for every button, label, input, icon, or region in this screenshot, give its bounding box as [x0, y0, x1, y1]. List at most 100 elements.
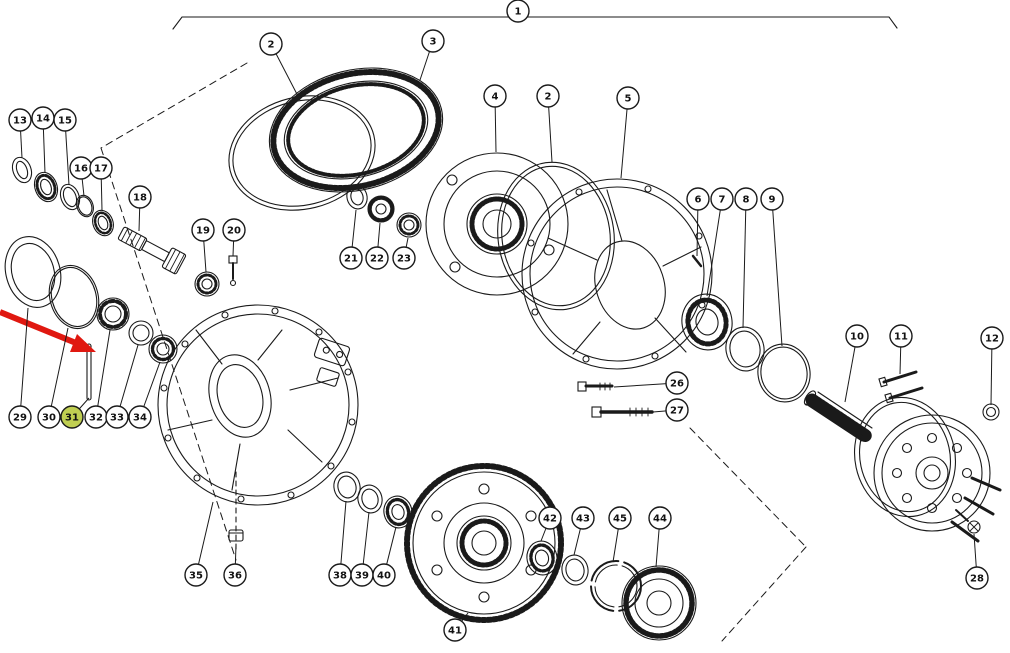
- callout-44-balloon[interactable]: [648, 506, 672, 530]
- callout-35[interactable]: 35: [184, 501, 214, 587]
- callout-5-balloon[interactable]: [616, 86, 640, 110]
- callout-1-balloon[interactable]: [506, 0, 530, 23]
- callout-1[interactable]: 1: [506, 0, 530, 23]
- callout-31-balloon[interactable]: [60, 405, 84, 429]
- callout-21-balloon[interactable]: [339, 246, 363, 270]
- callout-35-balloon[interactable]: [184, 563, 208, 587]
- callout-5-label: 5: [625, 94, 632, 105]
- callout-34[interactable]: 34: [128, 361, 161, 429]
- callout-19-balloon[interactable]: [191, 218, 215, 242]
- callout-33[interactable]: 33: [105, 344, 139, 429]
- callout-36[interactable]: 36: [223, 544, 247, 587]
- callout-2[interactable]: 2: [259, 32, 301, 101]
- callout-2[interactable]: 2: [536, 84, 560, 163]
- callout-41[interactable]: 41: [443, 612, 469, 642]
- callout-5[interactable]: 5: [616, 86, 640, 179]
- callout-18[interactable]: 18: [128, 185, 152, 232]
- callout-23-balloon[interactable]: [392, 246, 416, 270]
- callout-29[interactable]: 29: [8, 307, 32, 429]
- callout-27-balloon[interactable]: [665, 398, 689, 422]
- callout-8-balloon[interactable]: [734, 187, 758, 211]
- callout-7-balloon[interactable]: [710, 187, 734, 211]
- callout-27[interactable]: 27: [652, 398, 689, 422]
- callout-36-balloon[interactable]: [223, 563, 247, 587]
- callout-26[interactable]: 26: [613, 371, 689, 395]
- callout-41-balloon[interactable]: [443, 618, 467, 642]
- callout-10-balloon[interactable]: [845, 324, 869, 348]
- callout-9-balloon[interactable]: [760, 187, 784, 211]
- part-21-ring: [346, 184, 368, 210]
- callout-15-label: 15: [58, 116, 72, 127]
- part-28-stud-end: [955, 509, 981, 534]
- callout-20[interactable]: 20: [222, 218, 246, 257]
- callout-23[interactable]: 23: [392, 237, 416, 270]
- callout-30-balloon[interactable]: [37, 405, 61, 429]
- part-42-bearing: [526, 540, 558, 576]
- callout-11-label: 11: [894, 332, 908, 343]
- callout-15[interactable]: 15: [53, 108, 77, 186]
- callout-6[interactable]: 6: [686, 187, 710, 257]
- part-16-oring: [76, 194, 94, 218]
- callout-13-balloon[interactable]: [8, 108, 32, 132]
- callout-33-balloon[interactable]: [105, 405, 129, 429]
- callout-42[interactable]: 42: [538, 506, 562, 542]
- callout-16[interactable]: 16: [69, 156, 93, 197]
- callout-10[interactable]: 10: [844, 324, 869, 403]
- callout-17-balloon[interactable]: [89, 156, 113, 180]
- callout-17[interactable]: 17: [89, 156, 113, 211]
- callout-19[interactable]: 19: [191, 218, 215, 273]
- callout-21[interactable]: 21: [339, 209, 363, 270]
- callout-31[interactable]: 31: [60, 397, 90, 429]
- part-26-bolt: [577, 381, 614, 392]
- part-18-pinion-shaft: [117, 226, 187, 275]
- callout-34-balloon[interactable]: [128, 405, 152, 429]
- callout-12[interactable]: 12: [980, 326, 1004, 406]
- callout-43[interactable]: 43: [571, 506, 595, 556]
- callout-9[interactable]: 9: [760, 187, 784, 347]
- callout-18-balloon[interactable]: [128, 185, 152, 209]
- part-17-bearing: [92, 209, 114, 237]
- callout-7[interactable]: 7: [706, 187, 734, 297]
- callout-11[interactable]: 11: [889, 324, 913, 375]
- callout-3[interactable]: 3: [419, 29, 445, 81]
- callout-8[interactable]: 8: [734, 187, 758, 329]
- callout-6-balloon[interactable]: [686, 187, 710, 211]
- callout-45[interactable]: 45: [608, 506, 632, 563]
- callout-3-balloon[interactable]: [421, 29, 445, 53]
- callout-28-balloon[interactable]: [965, 566, 989, 590]
- callout-30[interactable]: 30: [37, 327, 69, 429]
- callout-12-balloon[interactable]: [980, 326, 1004, 350]
- callout-4-balloon[interactable]: [483, 84, 507, 108]
- part-20-valve: [228, 255, 238, 287]
- callout-43-balloon[interactable]: [571, 506, 595, 530]
- callout-29-label: 29: [13, 413, 27, 424]
- callout-2-balloon[interactable]: [259, 32, 283, 56]
- part-41-gear: [404, 463, 564, 623]
- part-5-cover: [521, 178, 713, 370]
- callout-4[interactable]: 4: [483, 84, 507, 153]
- part-23-bearing: [396, 212, 422, 238]
- callout-22[interactable]: 22: [365, 222, 389, 270]
- callout-45-balloon[interactable]: [608, 506, 632, 530]
- callout-15-balloon[interactable]: [53, 108, 77, 132]
- callout-14[interactable]: 14: [31, 106, 55, 174]
- callout-2-balloon[interactable]: [536, 84, 560, 108]
- callout-22-balloon[interactable]: [365, 246, 389, 270]
- callout-38[interactable]: 38: [328, 500, 352, 587]
- callout-22-label: 22: [370, 254, 384, 265]
- callout-11-balloon[interactable]: [889, 324, 913, 348]
- callout-28[interactable]: 28: [965, 533, 989, 590]
- part-4-carrier: [425, 152, 569, 296]
- callout-26-balloon[interactable]: [665, 371, 689, 395]
- callout-20-balloon[interactable]: [222, 218, 246, 242]
- callout-2-label: 2: [268, 40, 275, 51]
- callout-40[interactable]: 40: [372, 526, 397, 587]
- callout-42-balloon[interactable]: [538, 506, 562, 530]
- part-13-ring: [11, 156, 33, 184]
- callout-39[interactable]: 39: [350, 511, 374, 587]
- callout-13[interactable]: 13: [8, 108, 32, 159]
- callout-44[interactable]: 44: [648, 506, 672, 568]
- callout-40-balloon[interactable]: [372, 563, 396, 587]
- callout-29-balloon[interactable]: [8, 405, 32, 429]
